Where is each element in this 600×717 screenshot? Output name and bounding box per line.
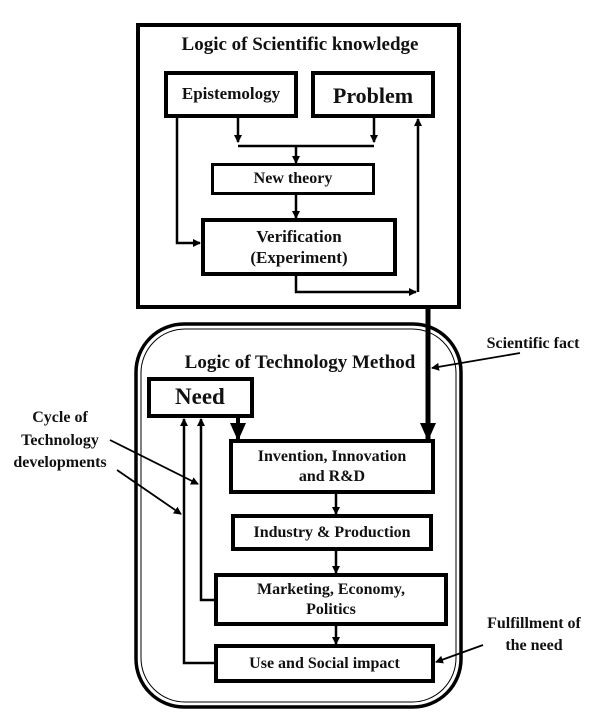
technology-panel-title: Logic of Technology Method	[184, 351, 416, 373]
edge-verification-feedback	[294, 275, 417, 296]
science-connectors	[175, 117, 422, 296]
node-epistemology-label: Epistemology	[181, 84, 281, 103]
node-industry: Industry & Production	[231, 514, 433, 551]
node-invention: Invention, Innovation and R&D	[229, 439, 435, 494]
node-use-label: Use and Social impact	[249, 654, 400, 672]
pointer-scientific-fact	[431, 352, 521, 371]
node-marketing-label-2: Politics	[306, 600, 356, 618]
node-marketing: Marketing, Economy, Politics	[214, 573, 448, 626]
pointer-fulfillment	[435, 644, 484, 664]
science-panel-frame	[136, 23, 461, 309]
node-new-theory-label: New theory	[253, 170, 333, 187]
technology-panel-frame-outer	[134, 322, 463, 709]
annotation-fulfillment-line-2: the need	[505, 637, 563, 654]
node-need-label: Need	[175, 384, 225, 410]
annotation-cycle-line-1: Cycle of	[32, 409, 88, 427]
technology-connectors	[180, 417, 340, 665]
annotation-scientific-fact: Scientific fact	[486, 335, 580, 353]
annotation-cycle: Cycle of Technology developments	[4, 406, 116, 476]
node-problem: Problem	[311, 71, 435, 118]
node-verification: Verification (Experiment)	[201, 218, 397, 276]
pointer-cycle-2	[116, 469, 182, 515]
node-new-theory: New theory	[211, 163, 375, 195]
annotation-cycle-line-3: developments	[13, 454, 107, 472]
technology-panel-frame-inner	[140, 328, 457, 703]
edge-epistemology-verification	[175, 117, 201, 247]
annotation-fulfillment: Fulfillment of the need	[478, 612, 590, 658]
node-invention-label-2: and R&D	[298, 467, 366, 485]
node-marketing-label-1: Marketing, Economy,	[257, 580, 405, 598]
node-invention-label-1: Invention, Innovation	[257, 447, 407, 465]
pointer-cycle-1	[109, 439, 199, 485]
annotation-pointers	[109, 352, 521, 664]
annotation-fulfillment-line-1: Fulfillment of	[487, 615, 581, 633]
annotation-cycle-line-2: Technology	[21, 431, 99, 449]
node-verification-label-1: Verification	[256, 226, 342, 246]
node-verification-label-2: (Experiment)	[250, 248, 348, 267]
node-epistemology: Epistemology	[164, 71, 298, 118]
node-need: Need	[147, 377, 254, 418]
node-problem-label: Problem	[332, 83, 414, 108]
node-use: Use and Social impact	[214, 644, 435, 683]
science-panel-title: Logic of Scientific knowledge	[181, 33, 419, 55]
node-industry-label: Industry & Production	[253, 523, 411, 541]
edge-marketing-need	[197, 418, 215, 602]
edge-use-need	[180, 418, 215, 665]
